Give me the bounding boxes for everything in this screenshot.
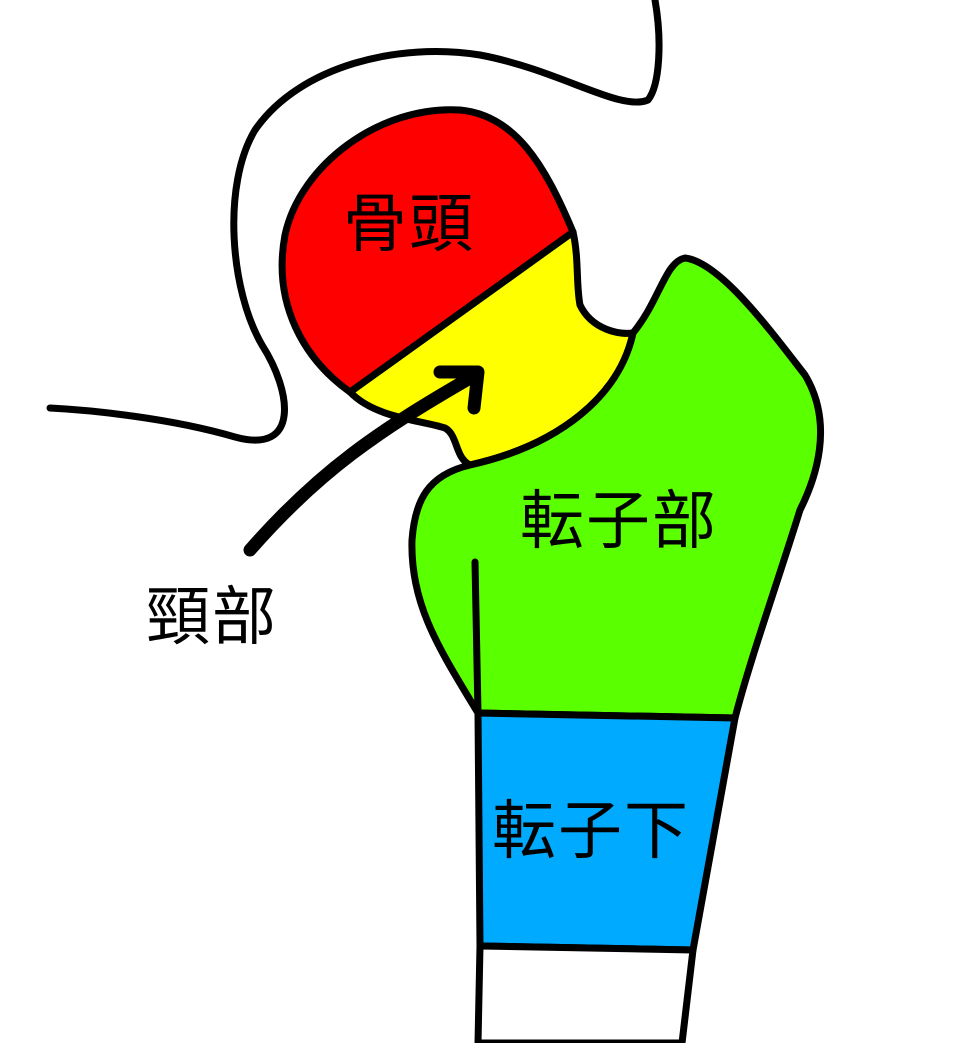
neck-arrow-shaft [243, 371, 477, 557]
head-region [278, 106, 577, 396]
neck-arrowhead-icon [433, 365, 485, 415]
trochanter-label: 転子部 [520, 485, 718, 559]
head-label: 骨頭 [343, 188, 475, 262]
lesser-trochanter-line [471, 558, 482, 717]
neck-label: 頸部 [146, 581, 278, 655]
pelvis-outline [46, 0, 663, 444]
trochanter-region [408, 254, 825, 722]
subtrochanter-label: 転子下 [492, 795, 690, 869]
shaft-region [474, 942, 697, 1043]
